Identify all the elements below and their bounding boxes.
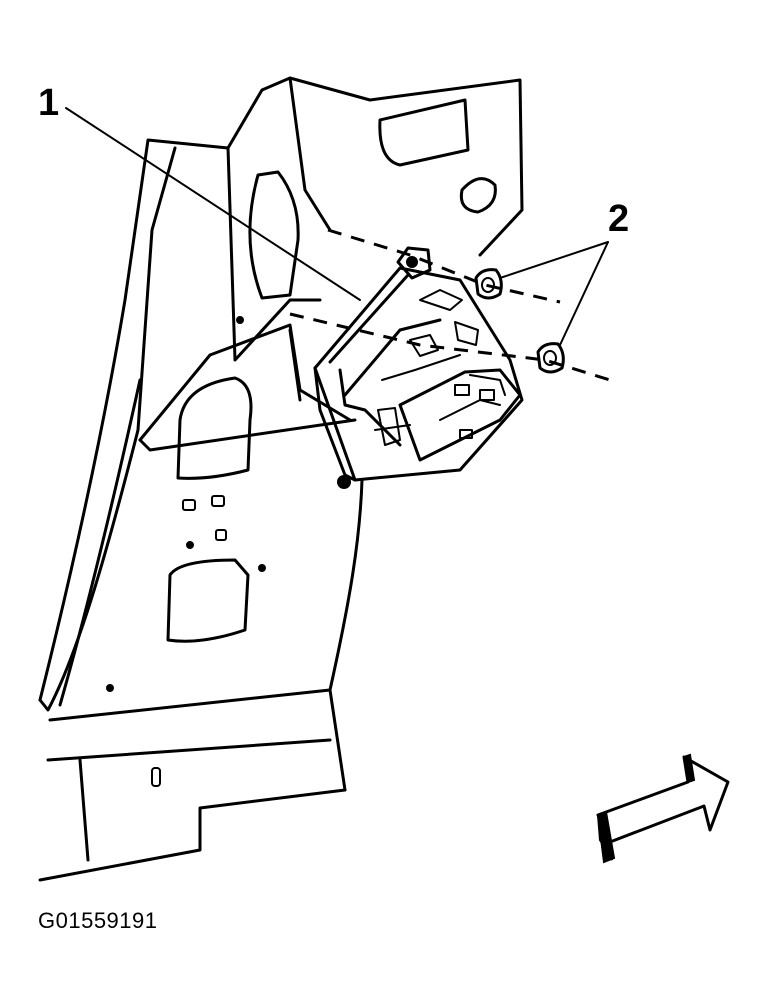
mounting-studs bbox=[289, 228, 611, 382]
body-panel bbox=[38, 76, 524, 882]
nut-lower bbox=[536, 342, 565, 374]
leader-line-1 bbox=[65, 107, 361, 301]
view-direction-arrow-icon bbox=[596, 753, 730, 864]
figure-code: G01559191 bbox=[38, 908, 158, 933]
nut-upper bbox=[474, 268, 503, 300]
callout-label-1: 1 bbox=[38, 82, 60, 124]
control-module bbox=[313, 246, 524, 489]
leader-line-2a bbox=[499, 241, 609, 279]
callout-label-2: 2 bbox=[608, 198, 630, 240]
leader-line-2b bbox=[559, 241, 609, 346]
leader-lines bbox=[65, 107, 609, 346]
